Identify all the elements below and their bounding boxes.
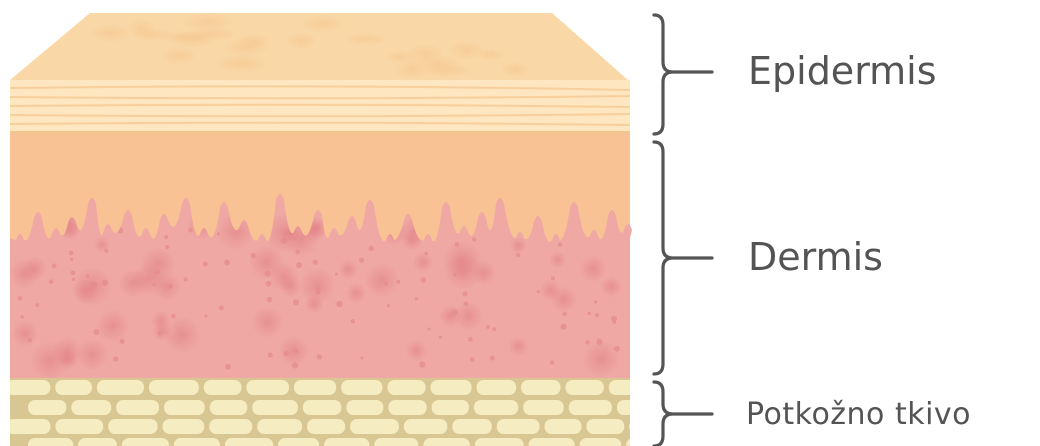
dermis-label: Dermis bbox=[748, 235, 883, 279]
epidermis-label: Epidermis bbox=[748, 49, 937, 93]
dermis-bracket bbox=[654, 142, 712, 374]
subcutaneous-fat-layer bbox=[6, 378, 674, 446]
subcutaneous-label: Potkožno tkivo bbox=[746, 397, 971, 432]
epidermis-stripes bbox=[10, 80, 630, 134]
epidermis-top-surface bbox=[10, 13, 628, 80]
epidermis-bracket bbox=[654, 15, 712, 134]
subcutaneous-bracket bbox=[654, 382, 712, 446]
